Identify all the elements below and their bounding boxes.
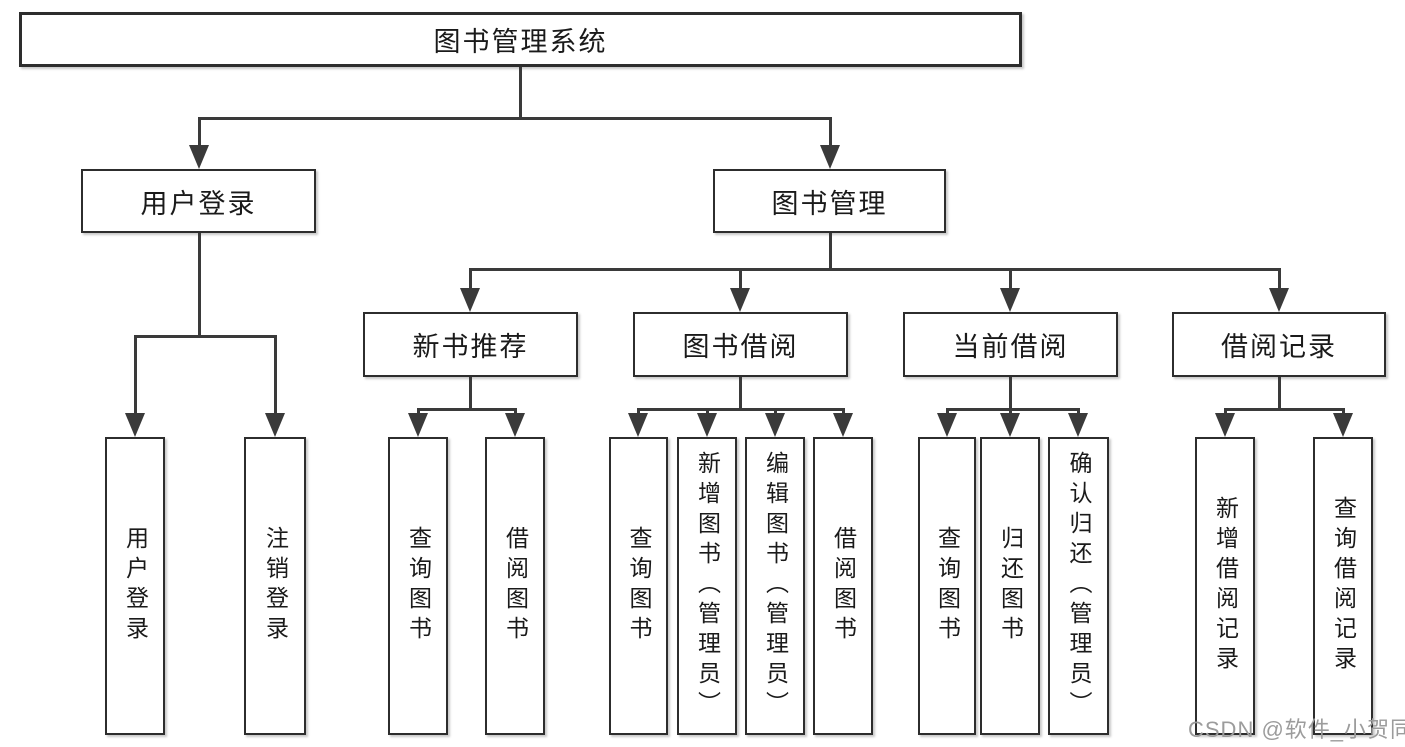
node-query-books-3: 查询图书 [918, 437, 976, 735]
arrow-down-icon [937, 413, 957, 437]
connector-line [133, 334, 277, 338]
connector-line [468, 377, 472, 409]
connector-arrow-stem [197, 118, 201, 151]
node-query-books-1: 查询图书 [388, 437, 448, 735]
node-label-edit-books-admin: 编辑图书（管理员） [762, 451, 789, 721]
node-borrowing-records: 借阅记录 [1172, 312, 1386, 377]
arrow-down-icon [1000, 288, 1020, 312]
node-add-books-admin: 新增图书（管理员） [677, 437, 737, 735]
arrow-down-icon [730, 288, 750, 312]
arrow-down-icon [1215, 413, 1235, 437]
node-label-add-books-admin: 新增图书（管理员） [694, 451, 721, 721]
connector-line [828, 233, 832, 271]
node-label-borrow-books-2: 借阅图书 [830, 526, 857, 646]
node-label-confirm-return-admin: 确认归还（管理员） [1066, 451, 1092, 721]
csdn-watermark: CSDN @软件_小贺同学 [1188, 717, 1405, 742]
connector-line [468, 267, 1281, 271]
connector-line [1277, 377, 1281, 409]
arrow-down-icon [628, 413, 648, 437]
node-query-books-2: 查询图书 [609, 437, 668, 735]
node-user-login-group: 用户登录 [81, 169, 316, 233]
arrow-down-icon [408, 413, 428, 437]
arrow-down-icon [1068, 413, 1088, 437]
node-label-book-borrowing: 图书借阅 [682, 332, 799, 362]
node-return-books: 归还图书 [980, 437, 1040, 735]
arrow-down-icon [505, 413, 525, 437]
arrow-down-icon [833, 413, 853, 437]
connector-line [416, 407, 517, 411]
node-label-current-borrowing: 当前借阅 [952, 332, 1069, 362]
node-label-borrow-books-1: 借阅图书 [502, 526, 529, 646]
node-borrow-books-2: 借阅图书 [813, 437, 873, 735]
connector-line [1223, 407, 1345, 411]
arrow-down-icon [765, 413, 785, 437]
arrow-down-icon [189, 145, 209, 169]
connector-line [1008, 377, 1012, 409]
connector-arrow-stem [1277, 269, 1281, 294]
connector-line [197, 233, 201, 336]
connector-arrow-stem [468, 269, 472, 294]
node-query-borrow-record: 查询借阅记录 [1313, 437, 1373, 735]
connector-line [945, 407, 1080, 411]
arrow-down-icon [697, 413, 717, 437]
arrow-down-icon [1000, 413, 1020, 437]
node-add-borrow-record: 新增借阅记录 [1195, 437, 1255, 735]
node-label-add-borrow-record: 新增借阅记录 [1212, 496, 1239, 676]
node-borrow-books-1: 借阅图书 [485, 437, 545, 735]
connector-line [636, 407, 845, 411]
node-label-user-login-group: 用户登录 [140, 188, 257, 219]
connector-arrow-stem [1008, 269, 1012, 294]
arrow-down-icon [125, 413, 145, 437]
node-label-query-books-3: 查询图书 [934, 526, 961, 646]
node-label-return-books: 归还图书 [997, 526, 1024, 646]
node-confirm-return-admin: 确认归还（管理员） [1048, 437, 1109, 735]
connector-line [197, 116, 832, 120]
node-label-query-books-1: 查询图书 [405, 526, 432, 646]
connector-arrow-stem [133, 336, 137, 419]
arrow-down-icon [820, 145, 840, 169]
node-new-book-recommend: 新书推荐 [363, 312, 578, 377]
node-label-borrowing-records: 借阅记录 [1221, 332, 1337, 362]
node-root: 图书管理系统 [19, 12, 1022, 67]
node-current-borrowing: 当前借阅 [903, 312, 1118, 377]
node-user-login: 用户登录 [105, 437, 165, 735]
arrow-down-icon [460, 288, 480, 312]
node-book-management: 图书管理 [713, 169, 946, 233]
connector-arrow-stem [738, 269, 742, 294]
node-edit-books-admin: 编辑图书（管理员） [745, 437, 805, 735]
node-book-borrowing: 图书借阅 [633, 312, 848, 377]
arrow-down-icon [1269, 288, 1289, 312]
node-label-new-book-recommend: 新书推荐 [412, 332, 529, 362]
node-label-logout: 注销登录 [262, 526, 289, 646]
node-label-book-management: 图书管理 [771, 188, 888, 219]
arrow-down-icon [265, 413, 285, 437]
connector-line [518, 67, 522, 118]
node-logout: 注销登录 [244, 437, 306, 735]
node-label-user-login: 用户登录 [122, 526, 149, 646]
arrow-down-icon [1333, 413, 1353, 437]
connector-line [738, 377, 742, 409]
node-label-query-books-2: 查询图书 [626, 526, 652, 646]
connector-arrow-stem [828, 118, 832, 151]
node-label-root: 图书管理系统 [433, 27, 608, 57]
node-label-query-borrow-record: 查询借阅记录 [1330, 496, 1357, 676]
connector-arrow-stem [273, 336, 277, 419]
